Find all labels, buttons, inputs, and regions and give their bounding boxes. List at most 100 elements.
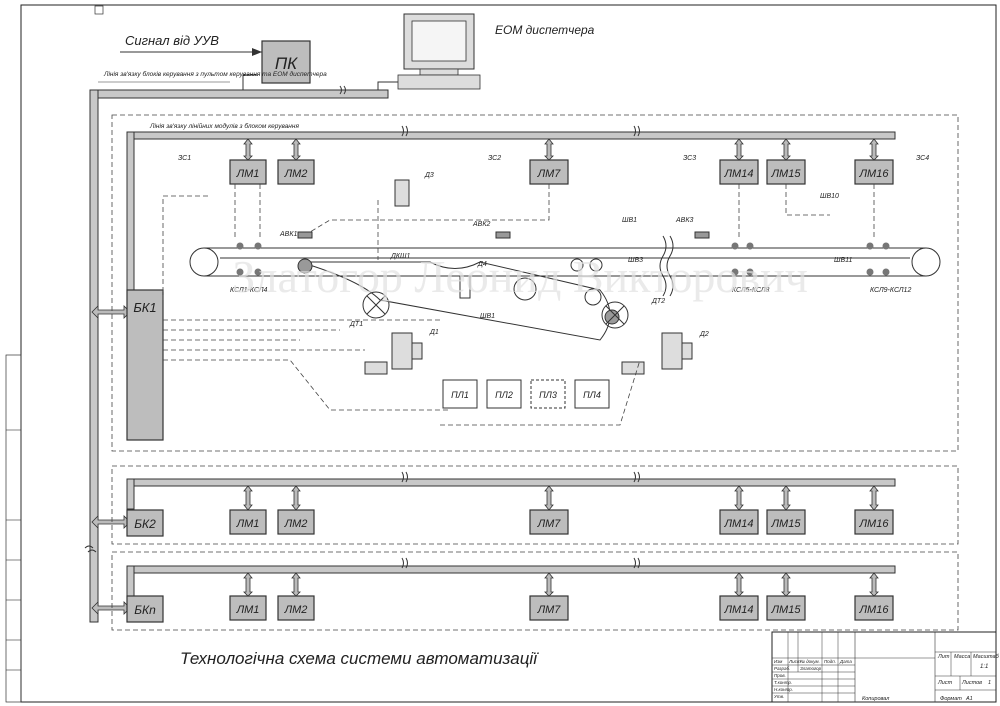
svg-text:Пров.: Пров. <box>774 673 786 678</box>
svg-text:ЛМ1: ЛМ1 <box>236 604 260 616</box>
svg-text:Н.контр.: Н.контр. <box>774 687 793 692</box>
module-lm14: ЛМ14 <box>719 138 759 185</box>
svg-text:№ докум.: № докум. <box>800 659 820 664</box>
corner-mark <box>94 5 104 15</box>
svg-text:Лит: Лит <box>937 654 950 660</box>
pc-block: ПК Сигнал від УУВ <box>120 33 311 91</box>
svg-text:А1: А1 <box>965 696 973 702</box>
svg-text:ЛМ2: ЛМ2 <box>284 604 308 616</box>
svg-text:Масштаб: Масштаб <box>973 654 1000 660</box>
svg-text:ЗС2: ЗС2 <box>488 155 501 162</box>
svg-text:ДТ1: ДТ1 <box>349 321 363 328</box>
svg-text:ЛМ7: ЛМ7 <box>537 518 562 530</box>
svg-text:Листов: Листов <box>961 680 982 686</box>
watermark-text: Златогор Леонид Викторович <box>232 251 808 302</box>
svg-text:БК2: БК2 <box>134 517 156 531</box>
title-block: Лит Масса Масштаб 1:1 Лист Листов 1 Копи… <box>771 631 1000 703</box>
svg-text:Формат: Формат <box>940 696 962 702</box>
svg-text:Разраб.: Разраб. <box>774 666 790 671</box>
svg-text:АВК1: АВК1 <box>279 231 297 238</box>
svg-text:ПЛ4: ПЛ4 <box>583 390 601 400</box>
svg-text:Копировал: Копировал <box>862 696 889 702</box>
svg-text:ЛМ14: ЛМ14 <box>724 168 754 180</box>
svg-text:Утв.: Утв. <box>774 694 784 699</box>
groupn-modules: БКn ЛМ1 ЛМ2 ЛМ7 ЛМ14 ЛМ15 ЛМ16 <box>126 572 894 623</box>
pc-label: ПК <box>275 54 298 73</box>
unit-block-bk1: БК1 <box>126 289 164 441</box>
group1-modules: ЛМ1 ЛМ2 ЛМ7 ЛМ14 ЛМ15 ЛМ16 <box>229 138 894 185</box>
svg-text:ШВ11: ШВ11 <box>834 257 852 264</box>
svg-text:Златогор: Златогор <box>800 666 822 671</box>
svg-text:ЗС3: ЗС3 <box>683 155 696 162</box>
control-panels: ПЛ1 ПЛ2 ПЛ3 ПЛ4 <box>442 379 610 409</box>
svg-text:ШВ10: ШВ10 <box>820 193 839 200</box>
signal-label: Сигнал від УУВ <box>125 33 219 48</box>
svg-text:ПЛ1: ПЛ1 <box>451 390 469 400</box>
svg-text:ДТ2: ДТ2 <box>651 298 665 305</box>
svg-text:ЛМ1: ЛМ1 <box>236 518 260 530</box>
svg-text:ШВ1: ШВ1 <box>480 313 495 320</box>
module-lm1: ЛМ1 <box>229 138 267 185</box>
svg-text:Д4: Д4 <box>477 261 487 268</box>
eom-label: ЕОМ диспетчера <box>495 23 595 37</box>
svg-text:ЗС1: ЗС1 <box>178 155 191 162</box>
svg-text:ЛМ15: ЛМ15 <box>771 168 802 180</box>
bk1-label: БК1 <box>133 300 156 315</box>
svg-text:ЛМ1: ЛМ1 <box>236 168 260 180</box>
svg-text:ПЛ3: ПЛ3 <box>539 390 557 400</box>
group1-module-bus <box>126 131 896 140</box>
svg-text:ЛМ15: ЛМ15 <box>771 518 802 530</box>
svg-text:ДКШ1: ДКШ1 <box>390 253 410 260</box>
svg-text:ЛМ14: ЛМ14 <box>724 518 754 530</box>
svg-text:АВК2: АВК2 <box>472 221 490 228</box>
svg-text:Т.контр.: Т.контр. <box>774 680 792 685</box>
svg-text:ЛМ14: ЛМ14 <box>724 604 754 616</box>
conveyor <box>189 235 941 341</box>
sensors: ЗС1 ЗС2 ЗС3 ЗС4 АВК1 АВК2 АВК3 ШВ1 ШВ3 Ш… <box>178 155 929 320</box>
svg-text:КСЛ9-КСЛ12: КСЛ9-КСЛ12 <box>870 287 911 294</box>
svg-text:ЛМ16: ЛМ16 <box>859 604 890 616</box>
svg-text:Лист: Лист <box>788 659 801 664</box>
svg-text:Д3: Д3 <box>424 172 434 179</box>
svg-text:Д2: Д2 <box>699 331 709 338</box>
groupn-frame <box>111 551 959 631</box>
drives: ДТ1 ДТ2 Д1 Д2 Д3 Д4 ДКШ1 <box>349 172 709 375</box>
group2-modules: БК2 ЛМ1 ЛМ2 ЛМ7 ЛМ14 ЛМ15 ЛМ16 <box>126 485 894 537</box>
eom-computer-icon: ЕОМ диспетчера <box>377 13 595 90</box>
link-modules-text: Лінія зв'язку лінійних модулів з блоком … <box>149 122 299 130</box>
svg-text:Масса: Масса <box>954 654 970 660</box>
signal-wiring <box>162 184 875 426</box>
svg-text:Подп.: Подп. <box>824 659 836 664</box>
svg-text:1:1: 1:1 <box>980 664 988 670</box>
svg-text:ЛМ7: ЛМ7 <box>537 604 562 616</box>
svg-text:Лист: Лист <box>937 680 953 686</box>
svg-text:Дата: Дата <box>839 659 852 664</box>
svg-text:КСЛ5-КСЛ8: КСЛ5-КСЛ8 <box>732 287 770 294</box>
svg-text:ШВ1: ШВ1 <box>622 217 637 224</box>
pc-link-bus: Лінія зв'язку блоків керування з пультом… <box>89 70 389 623</box>
svg-text:АВК3: АВК3 <box>675 217 693 224</box>
module-lm2: ЛМ2 <box>277 138 315 185</box>
drawing-frame <box>20 4 997 703</box>
link-pc-text: Лінія зв'язку блоків керування з пультом… <box>103 70 327 78</box>
left-margin-strip <box>5 354 22 703</box>
svg-text:Изм: Изм <box>774 659 782 664</box>
svg-text:ЛМ2: ЛМ2 <box>284 168 308 180</box>
svg-text:ЛМ7: ЛМ7 <box>537 168 562 180</box>
module-lm15: ЛМ15 <box>766 138 806 185</box>
svg-text:КСЛ1-КСЛ4: КСЛ1-КСЛ4 <box>230 287 268 294</box>
drawing-title: Технологічна схема системи автоматизації <box>180 649 539 668</box>
svg-text:БКn: БКn <box>134 603 156 617</box>
svg-text:1: 1 <box>988 680 991 686</box>
svg-text:Д1: Д1 <box>429 329 439 336</box>
svg-text:ЗС4: ЗС4 <box>916 155 929 162</box>
svg-text:ЛМ15: ЛМ15 <box>771 604 802 616</box>
group2-frame <box>111 465 959 545</box>
svg-text:ШВ3: ШВ3 <box>628 257 643 264</box>
svg-text:ЛМ16: ЛМ16 <box>859 168 890 180</box>
module-lm7: ЛМ7 <box>529 138 569 185</box>
svg-text:ЛМ16: ЛМ16 <box>859 518 890 530</box>
module-lm16: ЛМ16 <box>854 138 894 185</box>
svg-text:ПЛ2: ПЛ2 <box>495 390 513 400</box>
